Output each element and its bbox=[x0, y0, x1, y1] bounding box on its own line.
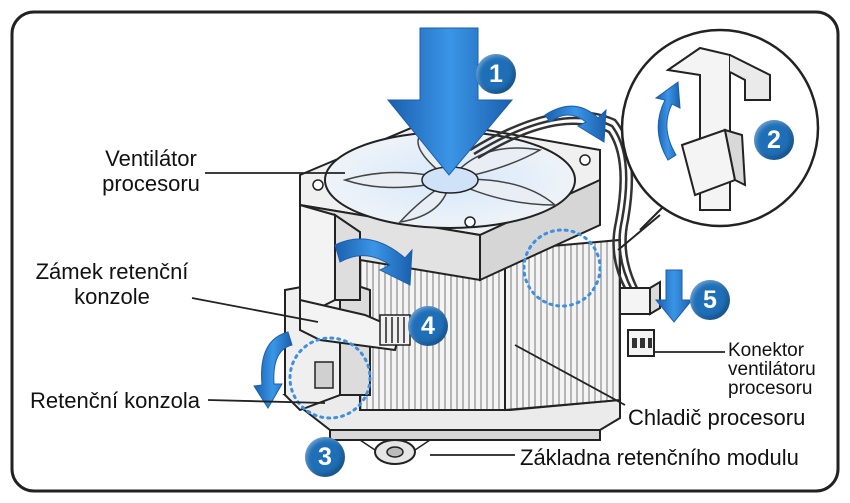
label-lock: Zámek retenční konzole bbox=[32, 259, 192, 309]
lever-rotate-arrow-icon bbox=[334, 238, 413, 286]
inset-clip-detail bbox=[617, 28, 820, 251]
label-connector: Konektor ventilátoru procesoru bbox=[728, 341, 816, 398]
step-badge-1: 1 bbox=[476, 54, 516, 94]
label-cpu-fan: Ventilátor procesoru bbox=[96, 146, 206, 196]
press-down-arrow-icon bbox=[386, 27, 514, 176]
label-base: Základna retenčního modulu bbox=[520, 445, 799, 470]
label-cpu-fan-line1: Ventilátor bbox=[105, 146, 197, 171]
rotate-arrow-icon bbox=[654, 81, 681, 161]
leader-lines bbox=[191, 172, 725, 456]
step-badge-4: 4 bbox=[408, 306, 448, 346]
highlight-circle-left bbox=[288, 336, 372, 420]
label-connector-line1: Konektor bbox=[728, 340, 805, 361]
label-lock-line2: konzole bbox=[74, 284, 150, 309]
outer-frame bbox=[10, 10, 840, 493]
label-cpu-fan-line2: procesoru bbox=[102, 171, 200, 196]
curved-cable-arrow-icon bbox=[544, 105, 607, 143]
label-connector-line3: procesoru bbox=[728, 378, 813, 399]
highlight-circle-right bbox=[522, 228, 602, 308]
fan-connector bbox=[619, 280, 661, 357]
label-connector-line2: ventilátoru bbox=[728, 359, 816, 380]
label-bracket: Retenční konzola bbox=[30, 388, 200, 413]
bracket-rotate-arrow-icon bbox=[253, 331, 293, 409]
connector-down-arrow-icon bbox=[654, 269, 694, 323]
label-lock-line1: Zámek retenční bbox=[35, 259, 189, 284]
label-heatsink: Chladič procesoru bbox=[628, 405, 806, 430]
step-badge-2: 2 bbox=[754, 120, 794, 160]
step-badge-3: 3 bbox=[305, 437, 345, 477]
step-badge-5: 5 bbox=[690, 280, 730, 320]
